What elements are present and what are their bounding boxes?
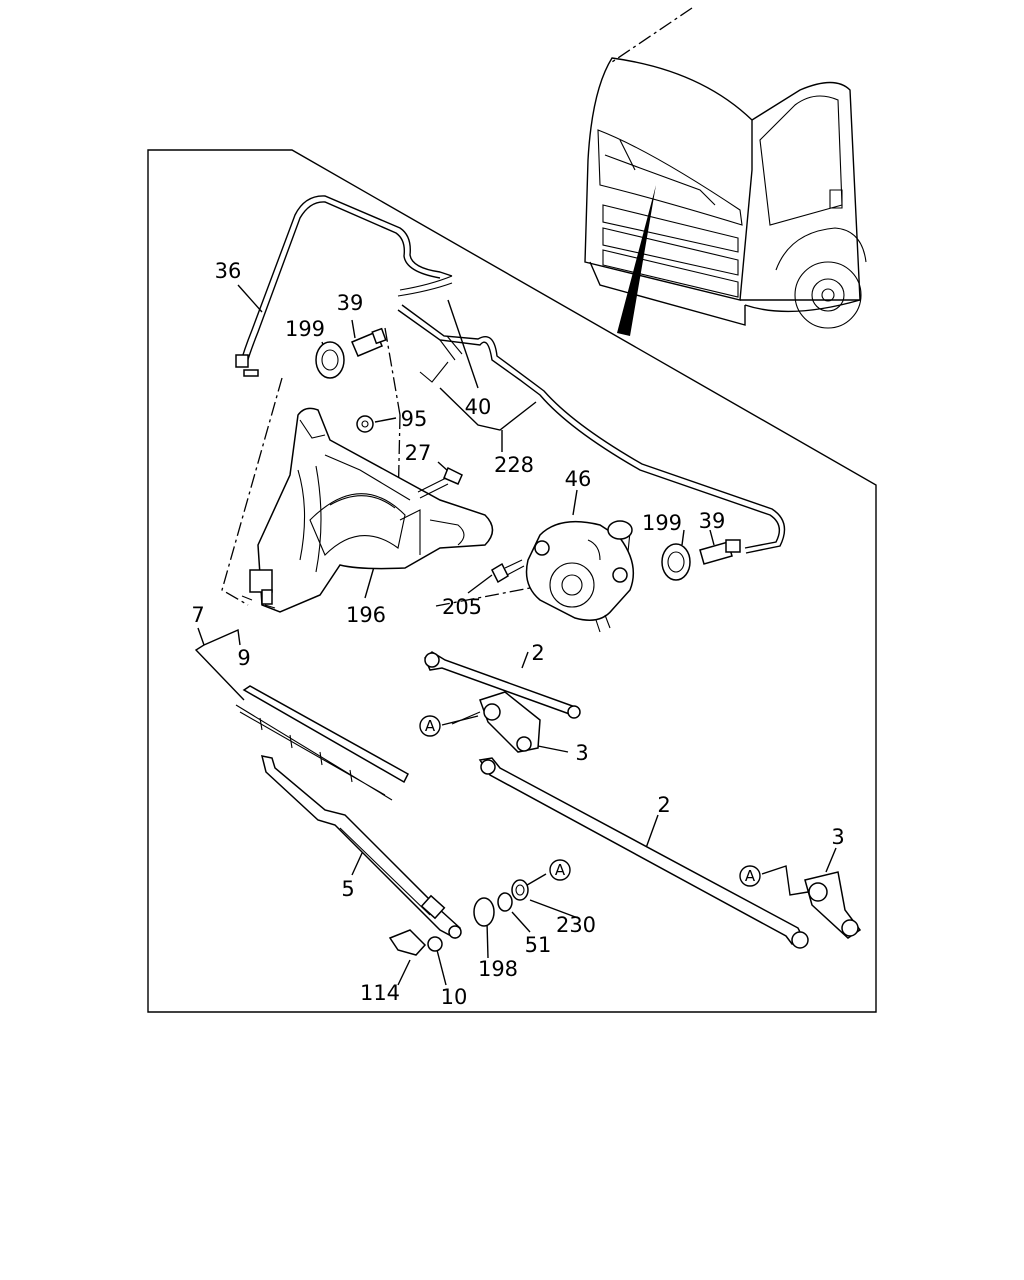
- label-9: 9: [237, 646, 250, 670]
- bolt-27: [417, 466, 463, 499]
- label-3-upper: 3: [575, 741, 588, 765]
- label-5: 5: [341, 877, 354, 901]
- truck-cab-illustration: [584, 7, 867, 336]
- washer-hose: [235, 195, 786, 554]
- reference-mark-1-text: A: [425, 717, 436, 735]
- label-51: 51: [525, 933, 552, 957]
- washer-51: [497, 892, 513, 912]
- wiper-arm: [260, 755, 462, 940]
- bolt-205: [491, 559, 525, 584]
- label-36: 36: [215, 259, 242, 283]
- grommet-198: [473, 897, 495, 927]
- part-number-labels: 36 39 199 95 40 27 228 46 199 39 196 205…: [191, 259, 844, 1009]
- leader-lines: [194, 284, 837, 986]
- reference-mark-3-text: A: [745, 867, 756, 885]
- reference-mark-2-text: A: [555, 861, 566, 879]
- label-27: 27: [405, 441, 432, 465]
- link-rod-lower: [478, 757, 809, 949]
- nozzle-left: [351, 327, 387, 357]
- nut-10: [427, 936, 443, 952]
- seal-230: [511, 879, 529, 901]
- label-230: 230: [556, 913, 596, 937]
- link-rod-upper: [424, 651, 581, 719]
- label-3-lower: 3: [831, 825, 844, 849]
- reference-mark-1: A: [419, 715, 441, 737]
- reference-mark-3: A: [739, 865, 761, 887]
- label-39-left: 39: [337, 291, 364, 315]
- wiper-motor: [525, 520, 635, 633]
- label-205: 205: [442, 595, 482, 619]
- cap-114: [388, 929, 427, 956]
- nozzle-right: [699, 539, 741, 565]
- label-39-right: 39: [699, 509, 726, 533]
- bushing-right: [661, 543, 691, 581]
- label-199-right: 199: [642, 511, 682, 535]
- label-40: 40: [465, 395, 492, 419]
- wiper-blade: [235, 685, 409, 801]
- label-228: 228: [494, 453, 534, 477]
- nut-95: [356, 415, 374, 433]
- label-2-lower: 2: [657, 793, 670, 817]
- washer-tank: [241, 407, 494, 613]
- label-10: 10: [441, 985, 468, 1009]
- label-114: 114: [360, 981, 400, 1005]
- label-199-left: 199: [285, 317, 325, 341]
- label-198: 198: [478, 957, 518, 981]
- label-2-upper: 2: [531, 641, 544, 665]
- label-46: 46: [565, 467, 592, 491]
- reference-mark-2: A: [549, 859, 571, 881]
- pivot-upper: [451, 691, 541, 753]
- pivot-lower: [804, 871, 862, 939]
- pointer-arrow: [617, 185, 656, 336]
- label-196: 196: [346, 603, 386, 627]
- label-7: 7: [191, 603, 204, 627]
- diagram-frame: [147, 149, 877, 1013]
- bushing-left: [315, 341, 345, 379]
- label-95: 95: [401, 407, 428, 431]
